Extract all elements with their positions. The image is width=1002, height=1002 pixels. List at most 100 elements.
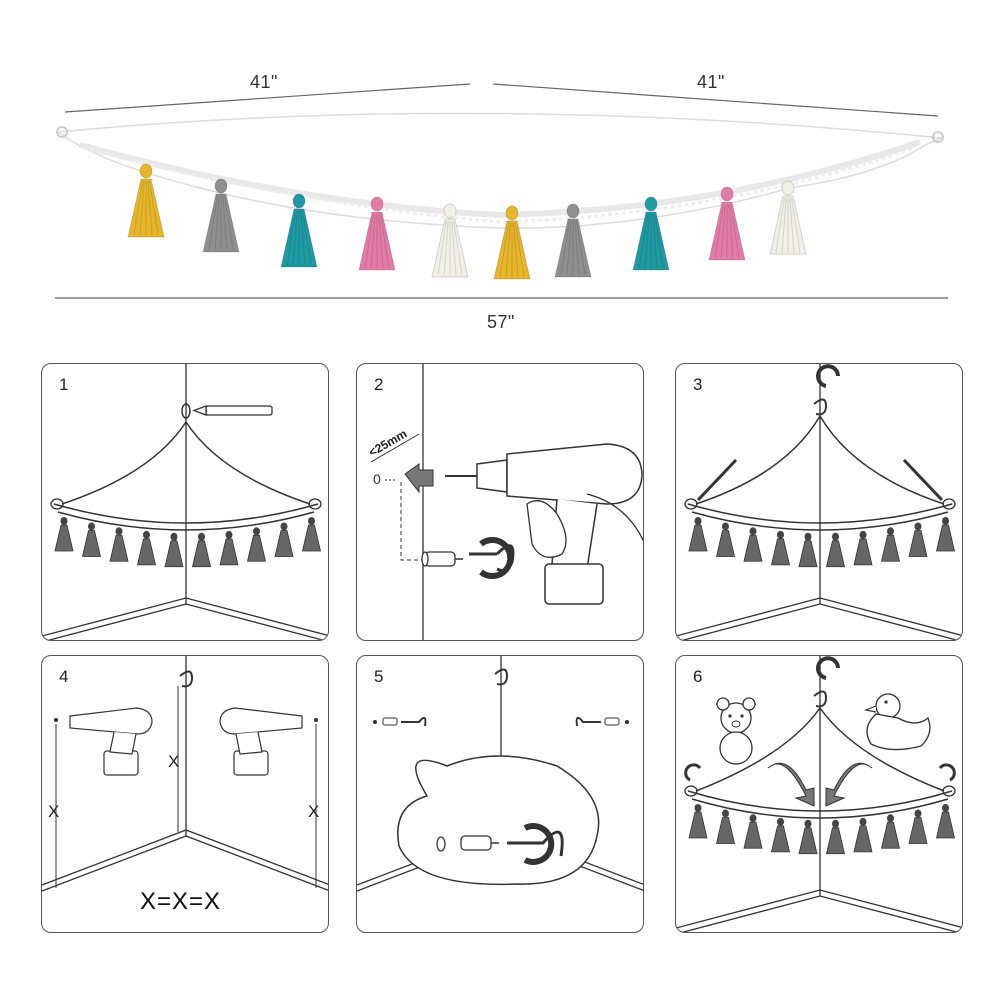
dimension-bottom-label: 57"	[487, 312, 515, 332]
tassel	[202, 178, 240, 253]
step-number: 2	[374, 375, 384, 394]
tassel-icon	[688, 517, 708, 552]
tassel-icon	[880, 814, 901, 849]
ceiling-hook-icon	[179, 670, 194, 688]
pencil-mark	[181, 403, 191, 419]
direction-arrow-icon	[404, 463, 434, 494]
ceiling-hook-icon	[813, 398, 828, 416]
canopy-ruffle	[79, 139, 921, 219]
tassel-icon	[908, 522, 928, 557]
rotate-arrow-icon	[479, 537, 514, 579]
dimension-left-label: 41"	[250, 72, 278, 92]
step-number: 5	[374, 667, 384, 686]
step-3-panel: 3	[675, 363, 963, 641]
equal-distance-equation: X=X=X	[140, 888, 222, 915]
tassel-icon	[935, 517, 956, 552]
step-2-diagram: 0	[370, 364, 643, 640]
tassel-icon	[54, 517, 74, 552]
ceiling-hook-icon	[507, 830, 564, 857]
ceiling-hook-icon	[813, 690, 828, 708]
tassel-icon	[109, 527, 129, 562]
step-number: 1	[59, 375, 69, 394]
step-number: 6	[693, 667, 703, 686]
rotate-arrow-icon	[816, 364, 840, 388]
step-number: 4	[59, 667, 69, 686]
step-5-diagram	[357, 656, 643, 892]
tassel	[358, 196, 396, 271]
tassel-icon	[798, 819, 818, 855]
canopy-illustration	[55, 83, 948, 299]
tassel-icon	[81, 522, 102, 557]
wall-anchor-icon	[421, 551, 463, 567]
tassel-icon	[798, 532, 818, 568]
measure-label: X	[168, 752, 180, 771]
tassel-icon	[246, 527, 267, 562]
tassel-icon	[743, 527, 763, 562]
tassel-row-mini	[688, 804, 956, 855]
tassel-icon	[853, 817, 873, 853]
wall-anchor-icon	[460, 835, 492, 851]
tassel-icon	[853, 530, 873, 566]
tassel	[127, 163, 165, 238]
svg-text:0: 0	[373, 471, 381, 487]
rotate-arrow-icon	[684, 763, 702, 782]
measure-label: X	[308, 802, 320, 821]
dimension-line-left	[64, 83, 471, 113]
tassel-icon	[164, 532, 184, 568]
ceiling-hook-icon	[494, 668, 509, 686]
tassel	[554, 203, 592, 278]
measure-label: X	[48, 802, 60, 821]
tassel-icon	[770, 530, 791, 566]
step-4-diagram	[42, 656, 328, 892]
tassel	[431, 203, 469, 278]
tassel-row-mini	[54, 517, 322, 568]
drill-icon	[445, 443, 643, 605]
tassel-icon	[191, 532, 212, 568]
canopy-loop-right	[932, 131, 944, 143]
rubber-duck-icon	[863, 693, 931, 751]
step-number: 3	[693, 375, 703, 394]
tassel	[632, 196, 670, 271]
arrow-icon	[696, 458, 738, 502]
step-1-panel: 1	[41, 363, 329, 641]
tassel-icon	[825, 532, 846, 568]
tassel	[708, 186, 746, 261]
dimension-line-right	[492, 83, 939, 117]
tassel-row	[127, 163, 807, 280]
drill-icon	[219, 707, 303, 776]
rotate-arrow-icon	[816, 656, 840, 680]
tassel-icon	[908, 809, 928, 844]
step-1-diagram	[42, 364, 328, 640]
rotate-arrow-icon	[938, 763, 956, 782]
tassel-icon	[743, 814, 763, 849]
tassel-icon	[219, 530, 239, 566]
wall-anchor-icon	[373, 716, 427, 727]
tassel-icon	[935, 804, 956, 839]
step-4-panel: 4 X X X X=X=X	[41, 655, 329, 933]
canopy-loop-left	[56, 126, 68, 138]
hang-arrow-icon	[825, 762, 873, 807]
zoom-bubble	[397, 755, 600, 886]
step-6-panel: 6	[675, 655, 963, 933]
pencil-icon	[192, 405, 273, 416]
step-5-panel: 5	[356, 655, 644, 933]
tassel-icon	[301, 517, 322, 552]
tassel-icon	[715, 809, 736, 844]
tassel	[769, 180, 807, 255]
tassel-icon	[770, 817, 791, 853]
rotate-arrow-icon	[523, 823, 555, 865]
step-6-diagram	[676, 656, 962, 932]
tassel-icon	[136, 530, 157, 566]
tassel-icon	[825, 819, 846, 855]
tassel-row-mini	[688, 517, 956, 568]
tassel-icon	[274, 522, 294, 557]
teddy-bear-icon	[716, 697, 756, 765]
drill-icon	[69, 707, 153, 776]
tassel-icon	[688, 804, 708, 839]
dimension-right-label: 41"	[697, 72, 725, 92]
tassel	[493, 205, 531, 280]
hang-arrow-icon	[767, 762, 815, 807]
step-2-panel: 2 <25mm 0	[356, 363, 644, 641]
tassel-icon	[880, 527, 901, 562]
arrow-icon	[902, 458, 944, 502]
